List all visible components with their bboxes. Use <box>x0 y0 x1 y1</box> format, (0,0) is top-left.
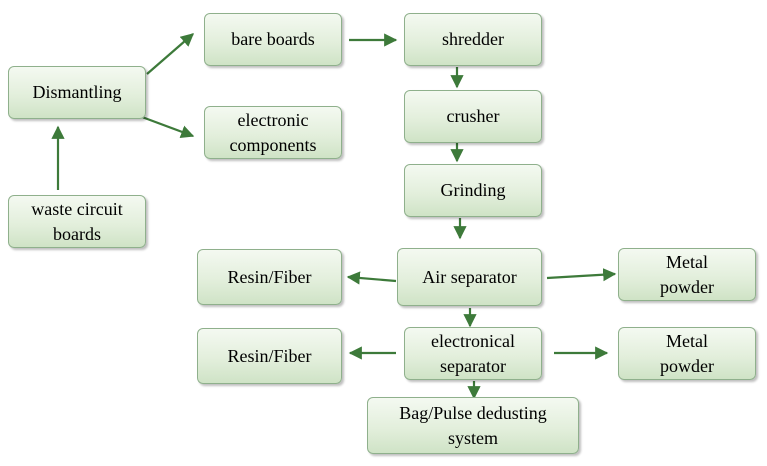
node-dedusting-system-label: Bag/Pulse dedusting system <box>399 402 547 448</box>
node-waste-circuit-boards-label: waste circuit boards <box>31 198 123 244</box>
node-resin-fiber-1: Resin/Fiber <box>197 249 342 305</box>
node-electronical-separator-label: electronical separator <box>431 330 515 376</box>
node-crusher: crusher <box>404 90 542 143</box>
node-metal-powder-2: Metal powder <box>618 327 756 380</box>
arrow-air-to-metal <box>546 268 617 282</box>
node-air-separator: Air separator <box>397 248 542 306</box>
node-electronic-components: electronic components <box>204 106 342 159</box>
node-metal-powder-1: Metal powder <box>618 248 756 301</box>
node-grinding-label: Grinding <box>440 180 506 200</box>
arrow-air-to-resin <box>346 271 397 285</box>
node-metal-powder-2-label: Metal powder <box>660 330 714 376</box>
arrow-dismantling-to-components <box>141 115 195 139</box>
node-grinding: Grinding <box>404 164 542 217</box>
node-dismantling-label: Dismantling <box>32 82 122 102</box>
node-shredder-label: shredder <box>442 29 504 49</box>
node-dismantling: Dismantling <box>8 66 146 119</box>
node-electronic-components-label: electronic components <box>229 109 317 155</box>
node-metal-powder-1-label: Metal powder <box>660 251 714 297</box>
node-bare-boards: bare boards <box>204 13 342 66</box>
node-shredder: shredder <box>404 13 542 66</box>
node-resin-fiber-2-label: Resin/Fiber <box>227 345 312 366</box>
node-resin-fiber-2: Resin/Fiber <box>197 328 342 384</box>
node-air-separator-label: Air separator <box>422 266 517 287</box>
node-dedusting-system: Bag/Pulse dedusting system <box>367 397 579 454</box>
node-electronical-separator: electronical separator <box>404 327 542 380</box>
node-waste-circuit-boards: waste circuit boards <box>8 195 146 248</box>
arrow-dismantling-to-bare-boards <box>146 33 194 75</box>
node-crusher-label: crusher <box>446 106 500 126</box>
node-resin-fiber-1-label: Resin/Fiber <box>227 266 312 287</box>
node-bare-boards-label: bare boards <box>231 29 315 49</box>
